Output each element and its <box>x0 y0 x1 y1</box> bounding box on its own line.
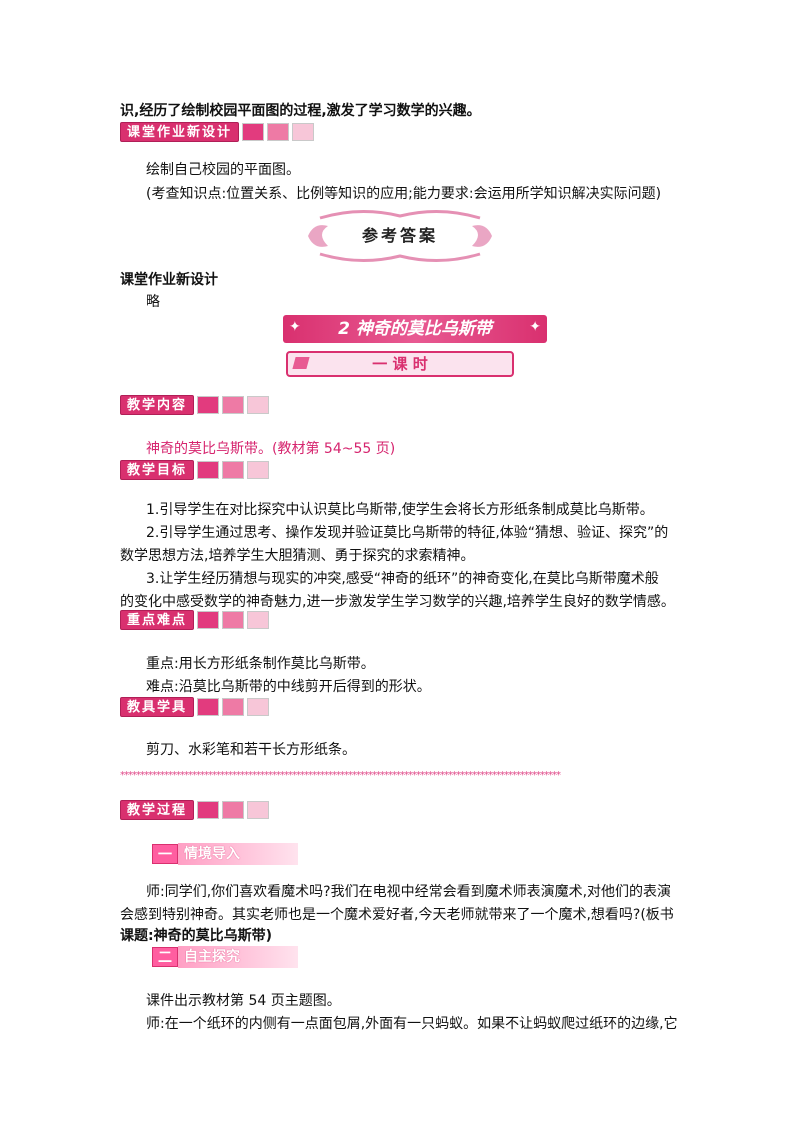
section-label: 重点难点 <box>120 610 195 630</box>
star-icon: ✦ <box>289 319 301 335</box>
section-badge-tools: 教具学具 <box>120 697 270 717</box>
period-banner: 一 课 时 <box>286 351 514 377</box>
ornament-icon <box>308 210 492 262</box>
section-label: 教具学具 <box>120 697 195 717</box>
section-badge-process: 教学过程 <box>120 800 270 820</box>
badge-square <box>222 611 245 629</box>
step-badge-1: 一 情境导入 <box>152 843 298 865</box>
step2-line: 师:在一个纸环的内侧有一点面包屑,外面有一只蚂蚁。如果不让蚂蚁爬过纸环的边缘,它 <box>146 1016 678 1032</box>
section-label: 教学过程 <box>120 800 195 820</box>
answer-text: 略 <box>146 294 160 310</box>
badge-square <box>197 698 220 716</box>
step2-line: 课件出示教材第 54 页主题图。 <box>146 993 341 1009</box>
step-name: 自主探究 <box>178 946 298 968</box>
content-text: 神奇的莫比乌斯带。(教材第 54~55 页) <box>146 441 396 457</box>
badge-square <box>222 801 245 819</box>
badge-square <box>197 801 220 819</box>
goal-line: 数学思想方法,培养学生大胆猜测、勇于探究的求索精神。 <box>120 548 475 564</box>
step-number: 一 <box>152 844 178 864</box>
answer-banner-title: 参考答案 <box>361 226 438 245</box>
step1-line: 师:同学们,你们喜欢看魔术吗?我们在电视中经常会看到魔术师表演魔术,对他们的表演 <box>146 884 672 900</box>
badge-square <box>247 461 270 479</box>
badge-square <box>247 698 270 716</box>
section-label: 教学内容 <box>120 395 195 415</box>
key-point: 重点:用长方形纸条制作莫比乌斯带。 <box>146 656 375 672</box>
section-badge-goals: 教学目标 <box>120 460 270 480</box>
goal-line: 2.引导学生通过思考、操作发现并验证莫比乌斯带的特征,体验“猜想、验证、探究”的 <box>146 525 669 541</box>
goal-line: 1.引导学生在对比探究中认识莫比乌斯带,使学生会将长方形纸条制成莫比乌斯带。 <box>146 502 654 518</box>
lesson-title: 2 神奇的莫比乌斯带 <box>338 319 492 339</box>
homework-text: 绘制自己校园的平面图。 <box>146 162 300 178</box>
tools-text: 剪刀、水彩笔和若干长方形纸条。 <box>146 742 356 758</box>
section-label: 教学目标 <box>120 460 195 480</box>
period-title: 一 课 时 <box>372 355 428 373</box>
step-badge-2: 二 自主探究 <box>152 946 298 968</box>
badge-square <box>197 461 220 479</box>
badge-square <box>242 123 265 141</box>
difficult-point: 难点:沿莫比乌斯带的中线剪开后得到的形状。 <box>146 679 431 695</box>
star-divider: ****************************************… <box>120 770 561 781</box>
section-badge-key: 重点难点 <box>120 610 270 630</box>
badge-square <box>222 698 245 716</box>
lesson-title-banner: ✦ ✦ 2 神奇的莫比乌斯带 <box>283 315 547 343</box>
step-name: 情境导入 <box>178 843 298 865</box>
badge-square <box>247 396 270 414</box>
section-label: 课堂作业新设计 <box>120 122 240 142</box>
step-number: 二 <box>152 947 178 967</box>
intro-line: 识,经历了绘制校园平面图的过程,激发了学习数学的兴趣。 <box>120 103 481 119</box>
badge-square <box>222 396 245 414</box>
badge-square <box>247 611 270 629</box>
badge-square <box>197 611 220 629</box>
section-badge-content: 教学内容 <box>120 395 270 415</box>
badge-square <box>222 461 245 479</box>
star-icon: ✦ <box>529 319 541 335</box>
homework-note: (考查知识点:位置关系、比例等知识的应用;能力要求:会运用所学知识解决实际问题) <box>146 186 662 202</box>
badge-square <box>267 123 290 141</box>
goal-line: 的变化中感受数学的神奇魅力,进一步激发学生学习数学的兴趣,培养学生良好的数学情感… <box>120 594 675 610</box>
badge-square <box>197 396 220 414</box>
badge-square <box>247 801 270 819</box>
answer-banner: 参考答案 <box>300 204 500 268</box>
badge-square <box>292 123 315 141</box>
answer-heading: 课堂作业新设计 <box>120 272 218 288</box>
step1-line: 课题:神奇的莫比乌斯带) <box>120 928 272 944</box>
step1-line: 会感到特别神奇。其实老师也是一个魔术爱好者,今天老师就带来了一个魔术,想看吗?(… <box>120 907 674 923</box>
section-badge-homework: 课堂作业新设计 <box>120 122 315 142</box>
goal-line: 3.让学生经历猜想与现实的冲突,感受“神奇的纸环”的神奇变化,在莫比乌斯带魔术般 <box>146 571 659 587</box>
